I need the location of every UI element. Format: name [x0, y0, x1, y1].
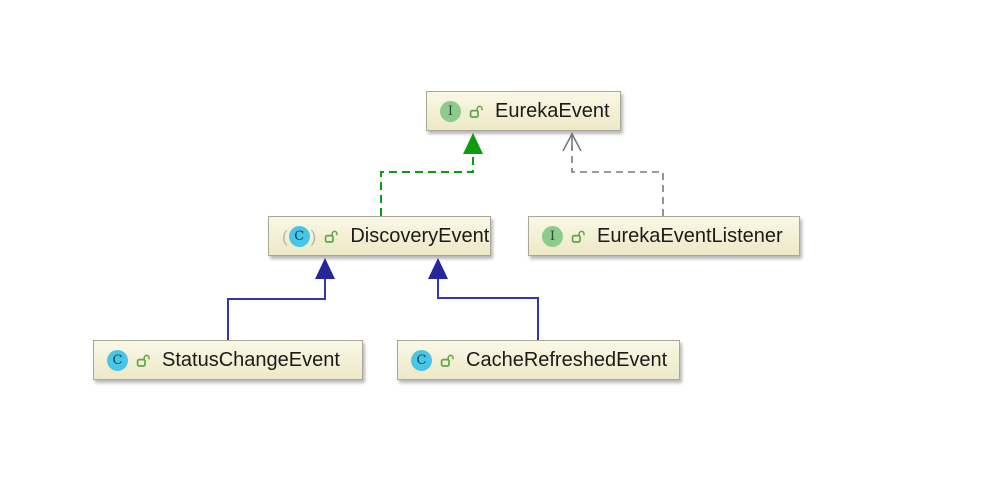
interface-icon: I [542, 225, 563, 247]
public-lock-icon [440, 354, 454, 367]
node-label: StatusChangeEvent [162, 348, 340, 371]
edge-dependency-eurekaeventlistener-to-eurekaevent[interactable] [562, 132, 664, 216]
node-label: EurekaEventListener [597, 224, 783, 247]
edge-extends-cacherefreshedevent-to-discoveryevent[interactable] [428, 258, 539, 340]
class-icon-parentheses: C [282, 225, 316, 247]
public-lock-icon [469, 105, 483, 118]
node-status-change-event[interactable]: C StatusChangeEvent [93, 340, 363, 380]
public-lock-icon [571, 230, 585, 243]
class-icon: C [288, 225, 310, 247]
edge-extends-statuschangeevent-to-discoveryevent[interactable] [227, 258, 335, 340]
node-eureka-event-listener[interactable]: I EurekaEventListener [528, 216, 800, 256]
node-label: EurekaEvent [495, 99, 610, 122]
node-label: DiscoveryEvent [350, 224, 490, 247]
node-cache-refreshed-event[interactable]: C CacheRefreshedEvent [397, 340, 680, 380]
node-label: CacheRefreshedEvent [466, 348, 668, 371]
public-lock-icon [136, 354, 150, 367]
node-eureka-event[interactable]: I EurekaEvent [426, 91, 621, 131]
edge-implements-discoveryevent-to-eurekaevent[interactable] [380, 133, 483, 216]
interface-icon: I [440, 100, 461, 122]
node-discovery-event[interactable]: C DiscoveryEvent [268, 216, 491, 256]
public-lock-icon [325, 230, 339, 243]
class-icon: C [107, 349, 128, 371]
class-icon: C [411, 349, 432, 371]
